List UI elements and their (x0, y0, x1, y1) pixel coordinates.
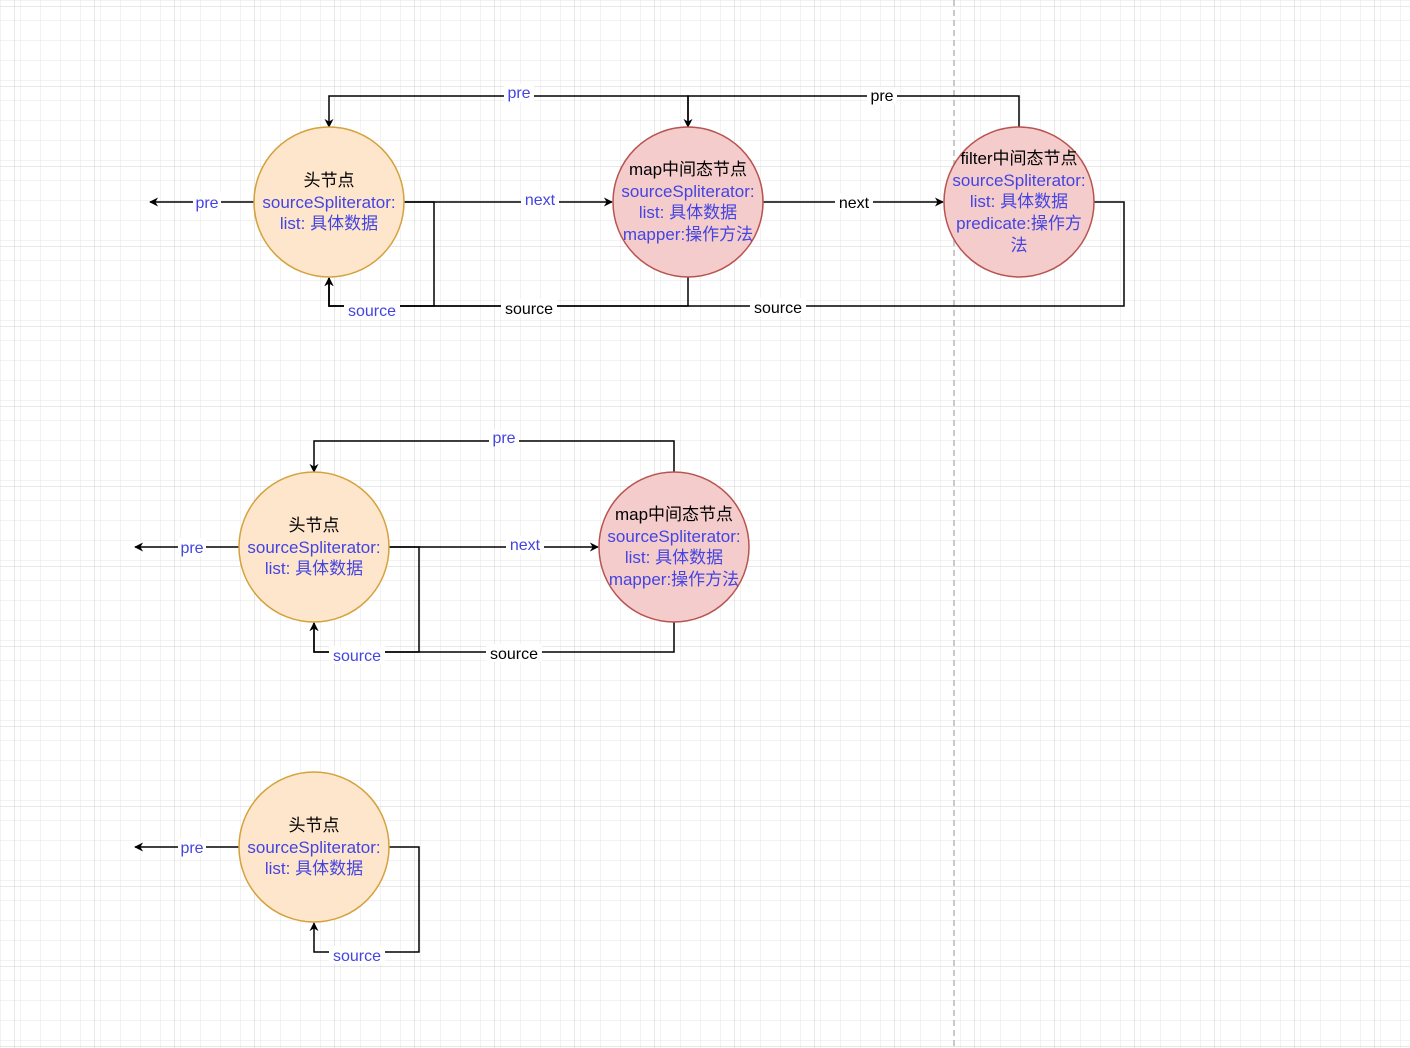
d1-filter-line-2: list: 具体数据 (970, 192, 1068, 211)
d2-head-line-2: list: 具体数据 (265, 559, 363, 578)
d1-label-next-head-map: next (525, 192, 556, 209)
d1-map-line-1: sourceSpliterator: (621, 182, 754, 201)
d2-map-title: map中间态节点 (615, 505, 733, 524)
d1-map-line-2: list: 具体数据 (639, 203, 737, 222)
d1-label-pre-map: pre (507, 85, 530, 102)
diagram-2: pre pre next source source 头节点 sourceSpl… (134, 429, 750, 665)
d2-label-pre-top: pre (492, 430, 515, 447)
d3-head-line-2: list: 具体数据 (265, 859, 363, 878)
d1-map-node[interactable]: map中间态节点 sourceSpliterator: list: 具体数据 m… (612, 126, 764, 278)
d3-head-node[interactable]: 头节点 sourceSpliterator: list: 具体数据 (238, 771, 390, 923)
d2-map-line-2: list: 具体数据 (625, 548, 723, 567)
d1-edge-source-filter[interactable] (324, 201, 1125, 307)
d1-filter-line-3: predicate:操作方 (956, 214, 1082, 233)
d1-map-line-3: mapper:操作方法 (623, 225, 753, 244)
d2-map-line-1: sourceSpliterator: (607, 527, 740, 546)
d2-label-source-head: source (333, 648, 381, 665)
d1-head-title: 头节点 (304, 171, 355, 190)
diagram-3: pre source 头节点 sourceSpliterator: list: … (134, 771, 420, 965)
d2-map-node[interactable]: map中间态节点 sourceSpliterator: list: 具体数据 m… (598, 471, 750, 623)
d2-label-pre-left: pre (180, 540, 203, 557)
d1-head-line-2: list: 具体数据 (280, 214, 378, 233)
d1-label-source-head: source (348, 303, 396, 320)
d1-label-source-map: source (505, 301, 553, 318)
diagram-1: pre pre pre next next source source sour… (149, 84, 1125, 320)
d1-filter-line-4: 法 (1011, 236, 1028, 255)
d1-edge-pre-filter-map[interactable] (683, 95, 1020, 128)
d1-label-next-map-filter: next (839, 195, 870, 212)
d3-edge-source-self[interactable] (309, 846, 420, 953)
d2-head-title: 头节点 (289, 516, 340, 535)
d2-label-next: next (510, 537, 541, 554)
d1-label-pre-filter: pre (870, 88, 893, 105)
d1-filter-line-1: sourceSpliterator: (952, 171, 1085, 190)
d3-head-title: 头节点 (289, 816, 340, 835)
d3-label-source-self: source (333, 948, 381, 965)
d3-label-pre-left: pre (180, 840, 203, 857)
d1-label-source-filter: source (754, 300, 802, 317)
d1-label-pre-left: pre (195, 195, 218, 212)
d1-head-node[interactable]: 头节点 sourceSpliterator: list: 具体数据 (253, 126, 405, 278)
d1-filter-node[interactable]: filter中间态节点 sourceSpliterator: list: 具体数… (943, 126, 1095, 278)
d1-head-line-1: sourceSpliterator: (262, 193, 395, 212)
d1-filter-title: filter中间态节点 (960, 149, 1077, 168)
d3-head-line-1: sourceSpliterator: (247, 838, 380, 857)
d2-label-source-map: source (490, 646, 538, 663)
d2-map-line-3: mapper:操作方法 (609, 570, 739, 589)
d1-map-title: map中间态节点 (629, 160, 747, 179)
d2-head-line-1: sourceSpliterator: (247, 538, 380, 557)
d2-head-node[interactable]: 头节点 sourceSpliterator: list: 具体数据 (238, 471, 390, 623)
